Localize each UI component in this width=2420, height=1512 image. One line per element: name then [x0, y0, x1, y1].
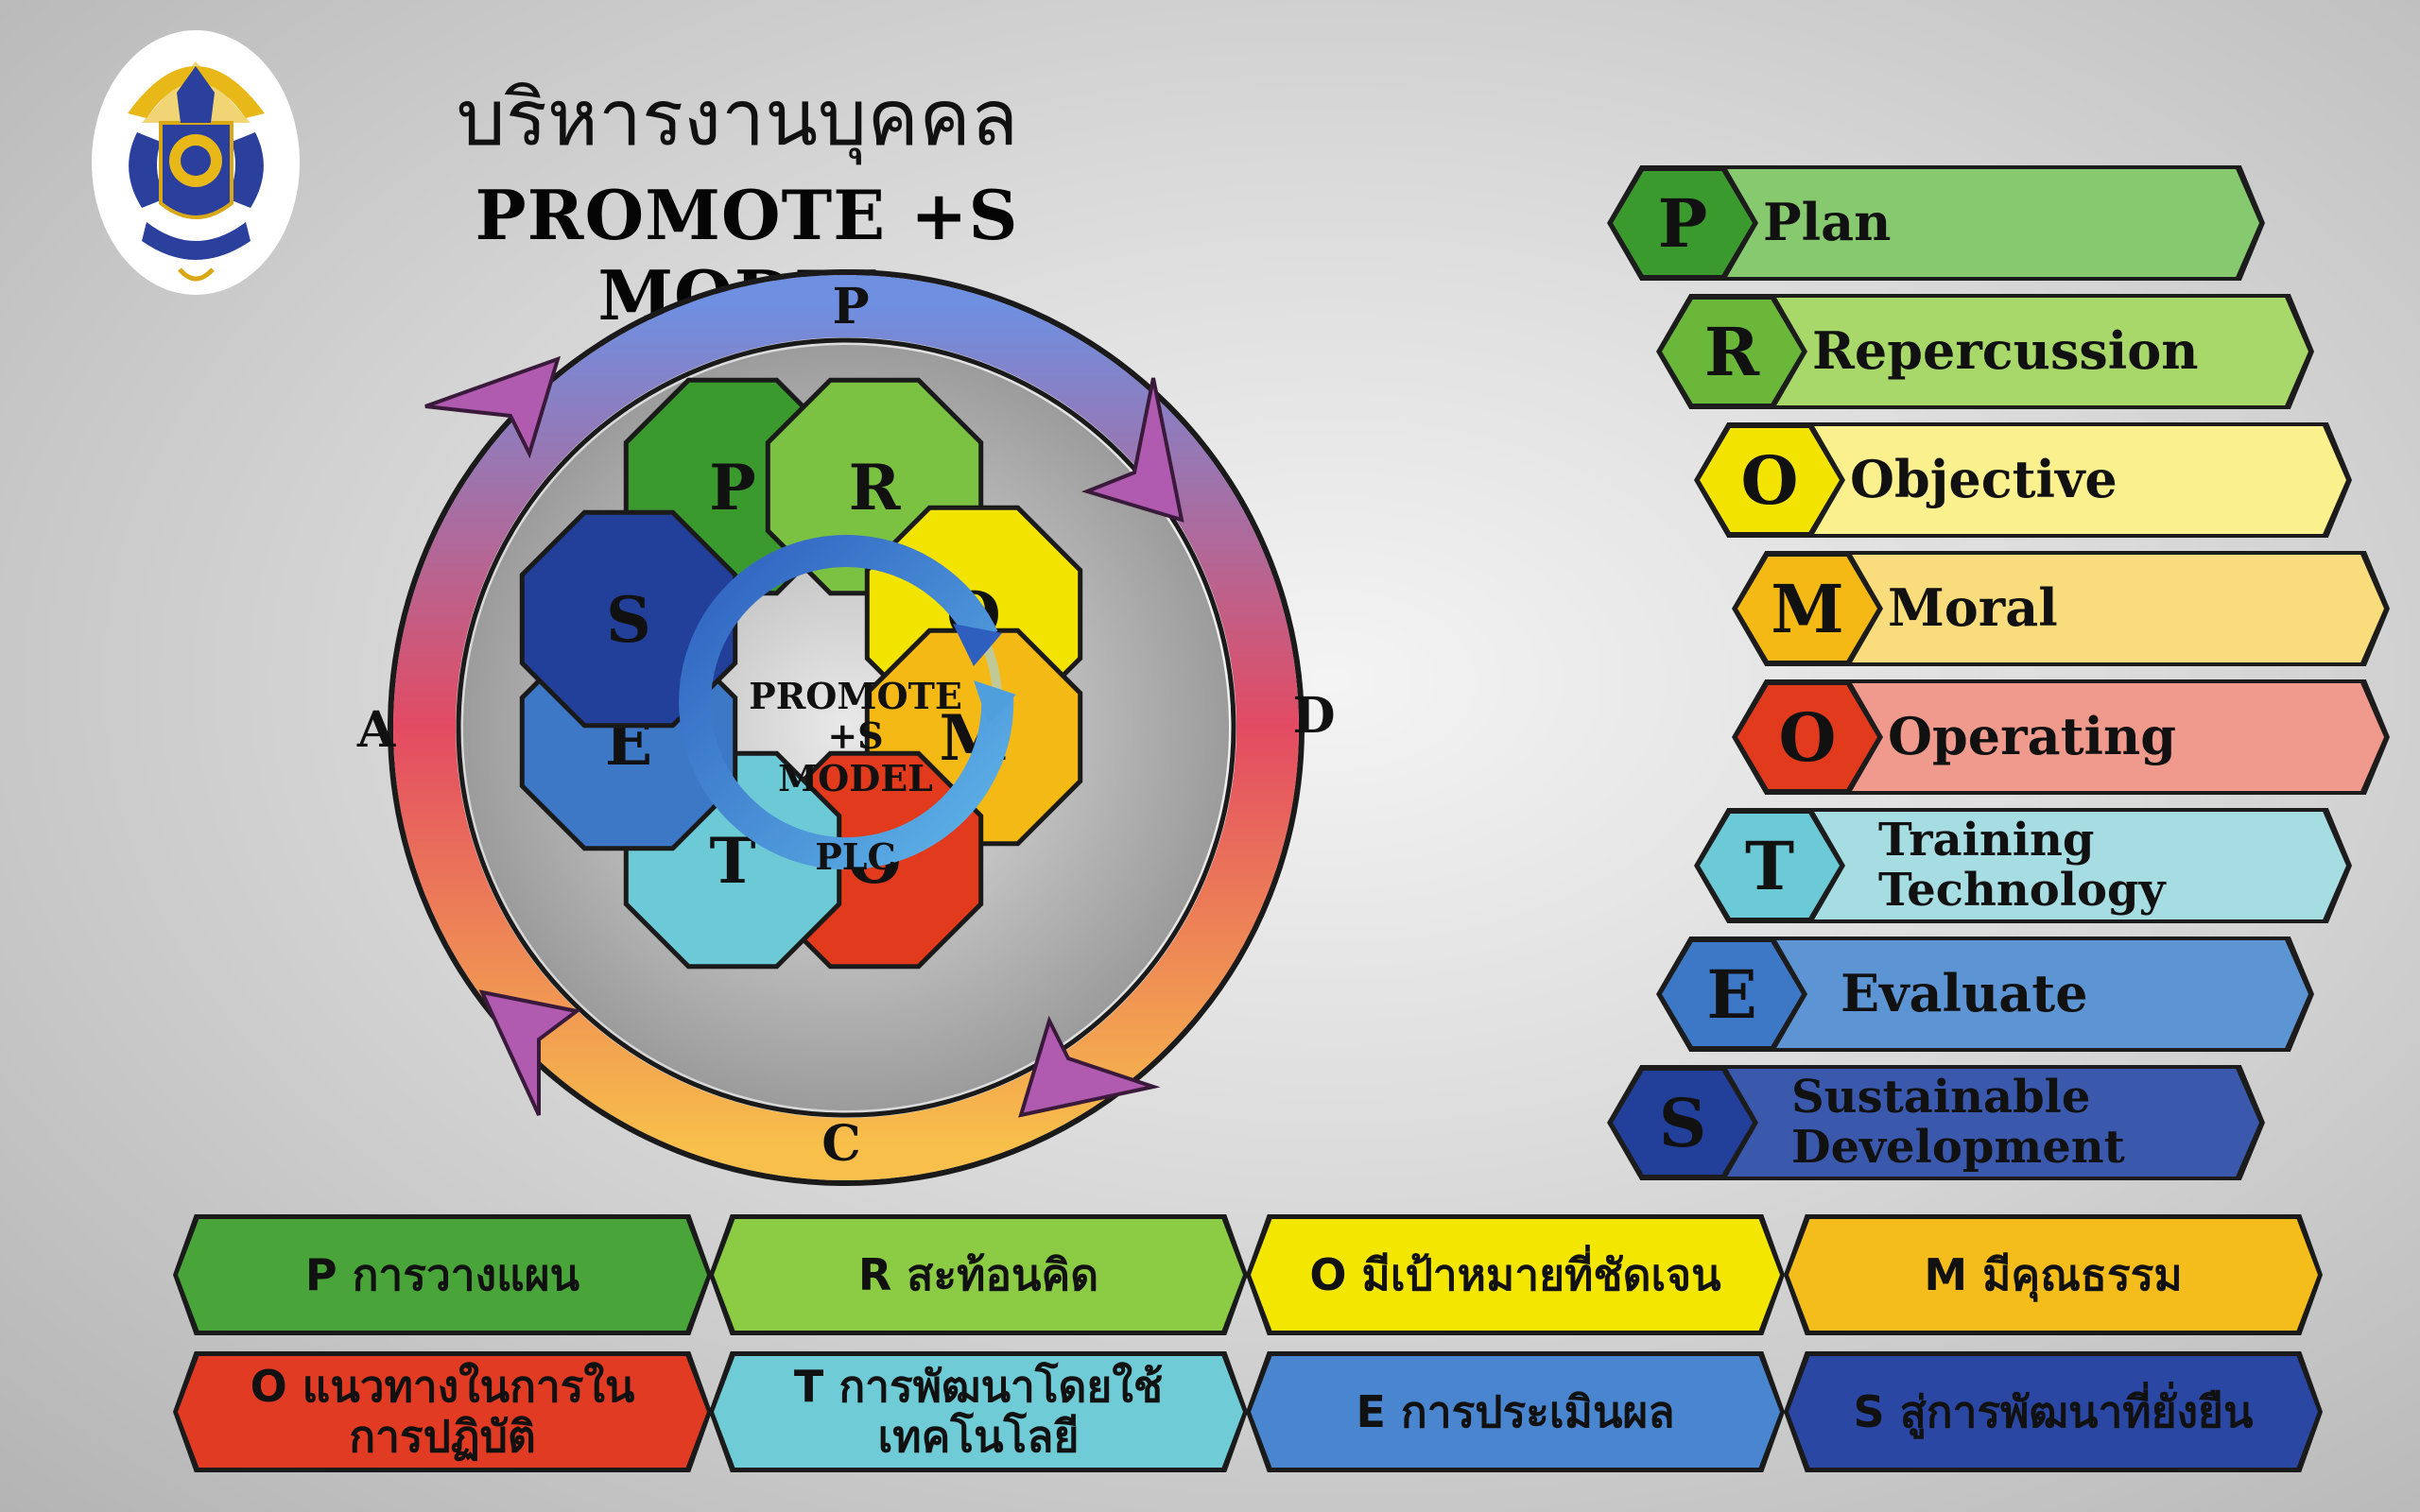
- legend-letter: S: [1613, 1071, 1753, 1175]
- bottom-cell-line: T การพัฒนาโดยใช้: [793, 1361, 1164, 1413]
- bottom-cell-text: S สู่การพัฒนาที่ยั่งยืน: [1789, 1356, 2318, 1468]
- legend-label: Plan: [1763, 192, 1892, 253]
- legend-band: [1798, 683, 2384, 791]
- legend-band: [1673, 169, 2259, 277]
- bottom-cell-text: R สะท้อนคิด: [714, 1219, 1243, 1331]
- bottom-cell-r1-c4: M มีคุณธรรม: [1784, 1214, 2323, 1335]
- bottom-cell-text: P การวางแผน: [178, 1219, 707, 1331]
- legend-item-e-7: E Evaluate: [1656, 936, 2314, 1052]
- legend-band: [1760, 812, 2346, 919]
- legend-label: Objective: [1850, 449, 2118, 510]
- bottom-cell-r1-c1: P การวางแผน: [173, 1214, 712, 1335]
- legend-hex-border: R: [1656, 294, 1807, 409]
- center-label-line3: MODEL: [778, 757, 933, 799]
- bottom-cell-text: M มีคุณธรรม: [1789, 1219, 2318, 1331]
- legend-label-line: Technology: [1878, 864, 2166, 917]
- legend-label: Moral: [1888, 577, 2058, 639]
- legend-letter: M: [1737, 557, 1877, 661]
- page-title-thai: บริหารงานบุคคล: [456, 74, 1019, 163]
- bottom-cell-r2-c2: T การพัฒนาโดยใช้เทคโนโลยี: [709, 1351, 1248, 1472]
- center-label-line1: PROMOTE: [749, 675, 962, 717]
- legend-hex-border: O: [1694, 422, 1845, 538]
- legend-band: [1722, 940, 2308, 1048]
- legend-letter: E: [1662, 942, 1802, 1046]
- legend-hex-border: E: [1656, 936, 1807, 1052]
- cycle-letter-top: P: [832, 278, 869, 335]
- bottom-cell-r1-c3: O มีเป้าหมายที่ชัดเจน: [1246, 1214, 1785, 1335]
- school-emblem-icon: [92, 30, 300, 295]
- octagon-letter-1: P: [709, 451, 756, 524]
- cycle-letter-left: A: [356, 701, 396, 759]
- legend-hex-border: S: [1607, 1065, 1758, 1180]
- legend-label-line: Sustainable: [1791, 1071, 2091, 1125]
- bottom-cell-r2-c1: O แนวทางในการในการปฏิบัติ: [173, 1351, 712, 1472]
- bottom-cell-text: E การประเมินผล: [1251, 1356, 1780, 1468]
- bottom-cell-line: การปฏิบัติ: [349, 1411, 536, 1462]
- legend-label-line: Training: [1878, 814, 2095, 868]
- legend-band: [1722, 298, 2308, 405]
- bottom-cell-line: เทคโนโลยี: [877, 1411, 1080, 1462]
- legend-label: Operating: [1888, 706, 2177, 767]
- legend-hex-border: P: [1607, 165, 1758, 281]
- center-label-line2: +S: [827, 714, 883, 757]
- bottom-cell-r2-c3: E การประเมินผล: [1246, 1351, 1785, 1472]
- legend-hex-border: M: [1732, 551, 1883, 666]
- cycle-letter-right: D: [1292, 687, 1335, 745]
- bottom-cell-text: O มีเป้าหมายที่ชัดเจน: [1251, 1219, 1780, 1331]
- legend-label-line: Development: [1791, 1121, 2125, 1174]
- bottom-cell-text: O แนวทางในการในการปฏิบัติ: [178, 1356, 707, 1468]
- center-sub-label: PLC: [815, 835, 896, 878]
- octagon-letter-8: S: [606, 583, 651, 657]
- legend-letter: R: [1662, 300, 1802, 404]
- bottom-cell-line: O แนวทางในการใน: [250, 1361, 635, 1413]
- legend-letter: O: [1737, 685, 1877, 789]
- legend-hex-border: O: [1732, 679, 1883, 795]
- octagon-letter-2: R: [849, 451, 902, 524]
- bottom-cell-text: T การพัฒนาโดยใช้เทคโนโลยี: [714, 1356, 1243, 1468]
- legend-band: [1798, 555, 2384, 662]
- legend-label: Repercussion: [1812, 320, 2199, 382]
- legend-label: Evaluate: [1841, 963, 2088, 1024]
- bottom-cell-r1-c2: R สะท้อนคิด: [709, 1214, 1248, 1335]
- legend-letter: P: [1613, 171, 1753, 275]
- legend-letter: O: [1700, 428, 1840, 532]
- bottom-cell-r2-c4: S สู่การพัฒนาที่ยั่งยืน: [1784, 1351, 2323, 1472]
- legend-letter: T: [1700, 814, 1840, 918]
- legend-hex-border: T: [1694, 808, 1845, 923]
- center-swirl-icon: [679, 535, 1016, 870]
- legend-band: [1760, 426, 2346, 534]
- legend-band: [1673, 1069, 2259, 1177]
- cycle-letter-bottom: C: [821, 1115, 860, 1173]
